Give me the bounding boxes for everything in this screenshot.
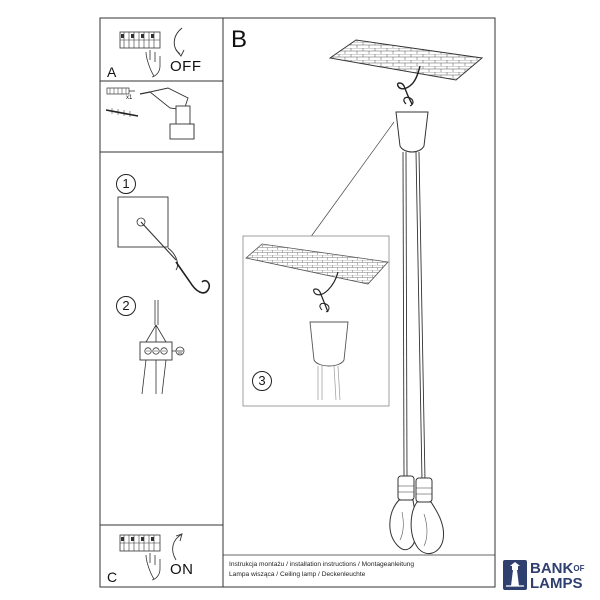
lighthouse-icon — [503, 560, 527, 590]
quantity-label: x1 — [126, 95, 133, 101]
canopy — [395, 111, 429, 153]
caption-line-2: Lampa wisząca / Ceiling lamp / Deckenleu… — [229, 571, 366, 578]
step-3-number: 3 — [252, 371, 272, 391]
caption-line-1: Instrukcja montażu / installation instru… — [229, 561, 415, 568]
hand-icon — [145, 553, 161, 581]
detail-ceiling-plate — [245, 243, 389, 285]
ceiling-hook — [396, 65, 421, 107]
fuse-box-icon — [119, 534, 161, 552]
panel-a-state: OFF — [170, 58, 202, 75]
hook-icon — [175, 261, 211, 294]
bulb-socket-right — [415, 477, 433, 503]
detail-canopy — [309, 321, 349, 401]
brand-wordmark: BANKOF LAMPS — [530, 561, 584, 591]
brand-word-lamps: LAMPS — [530, 575, 583, 592]
rotate-arrow-icon — [173, 27, 185, 57]
wall-plug-icon — [106, 87, 135, 95]
sheet-frame — [99, 17, 496, 588]
step-2-number: 2 — [116, 296, 136, 316]
fuse-box-icon — [119, 31, 161, 49]
pendant-cables — [402, 151, 426, 481]
bulb-right — [410, 501, 445, 555]
terminal-block-icon — [139, 341, 173, 361]
hand-icon — [145, 50, 161, 78]
step-1-diagram — [117, 196, 179, 271]
panel-c-letter: C — [107, 569, 118, 585]
panel-a-letter: A — [107, 64, 117, 80]
bulb-socket-left — [397, 475, 415, 501]
rotate-arrow-icon — [172, 533, 183, 561]
detail-hook — [313, 271, 339, 313]
step-1-number: 1 — [116, 174, 136, 194]
panel-b-letter: B — [231, 26, 248, 53]
step-2-diagram — [141, 300, 167, 395]
ceiling-plate — [328, 39, 484, 81]
brand-word-bank: BANK — [530, 560, 574, 577]
ground-icon — [172, 346, 185, 356]
drill-icon — [139, 87, 195, 140]
panel-c-state: ON — [170, 561, 194, 578]
screw-icon — [105, 108, 139, 117]
brand-word-of: OF — [573, 564, 585, 573]
detail-callout-line — [309, 121, 395, 239]
